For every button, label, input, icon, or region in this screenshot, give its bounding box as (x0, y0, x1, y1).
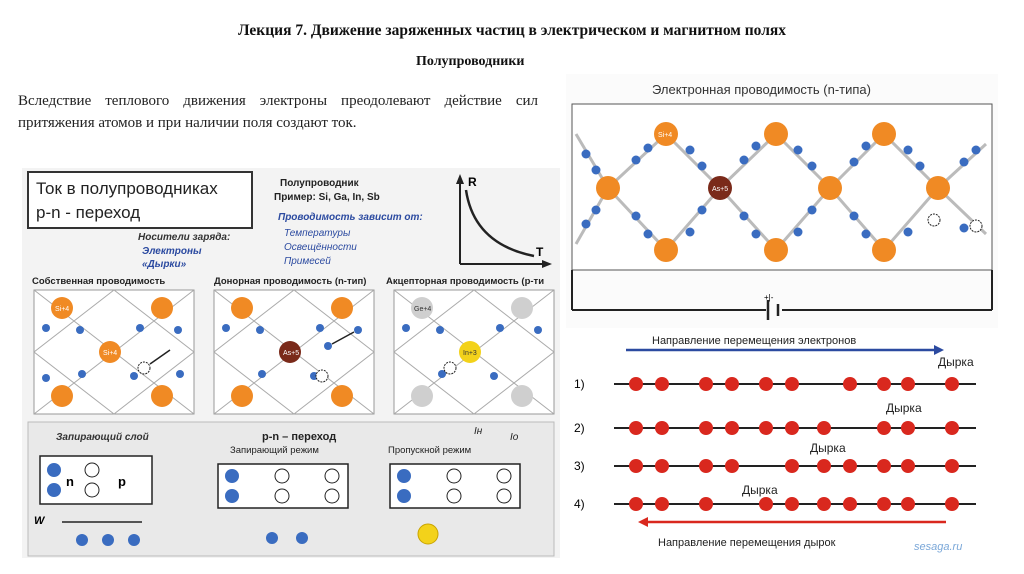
si-label: Si+4 (103, 350, 117, 357)
carriers-title: Носители заряда: (138, 232, 230, 243)
p-label: p (118, 474, 126, 489)
lattice1-title: Собственная проводимость (32, 276, 165, 287)
hole-label: Дырка (742, 483, 778, 497)
hole-label: Дырка (938, 355, 974, 369)
ge-label: Ge+4 (414, 306, 431, 313)
donor-lattice: As+5 (213, 289, 375, 415)
acceptor-lattice: Ge+4 In+3 (393, 289, 555, 415)
si-label: Si+4 (55, 306, 69, 313)
hole-row-3: 3) Дырка (574, 441, 976, 473)
page-title: Лекция 7. Движение заряженных частиц в э… (237, 22, 787, 39)
watermark: sesaga.ru (914, 541, 962, 553)
w-label: W (34, 515, 46, 527)
hole-row-1: 1) Дырка (574, 355, 976, 391)
svg-text:4): 4) (574, 497, 585, 511)
in-label: In+3 (463, 350, 477, 357)
carrier-holes: «Дырки» (142, 259, 187, 270)
title-box (27, 171, 253, 229)
resistance-graph: R T (456, 174, 552, 268)
svg-text:3): 3) (574, 459, 585, 473)
semi-example: Пример: Si, Ga, In, Sb (274, 192, 380, 203)
section-subtitle: Полупроводники (416, 54, 525, 69)
battery-label: +|- (764, 293, 774, 302)
hole-row-4: 4) Дырка (574, 483, 976, 511)
hole-movement-image: Направление перемещения электронов 1) Ды… (566, 332, 998, 558)
semiconductor-slide-image: Ток в полупроводниках p-n - переход Носи… (22, 168, 560, 558)
dependency-1: Температуры (284, 228, 351, 239)
as-label: As+5 (712, 186, 728, 193)
hole-movement-svg: Направление перемещения электронов 1) Ды… (574, 335, 976, 553)
svg-text:1): 1) (574, 377, 585, 391)
pn-title: p-n – переход (262, 431, 336, 443)
n-type-conductivity-image: Электронная проводимость (n-типа) Si+4 A… (566, 74, 998, 328)
intro-paragraph: Вследствие теплового движения электроны … (18, 93, 538, 131)
electron-direction-label: Направление перемещения электронов (652, 335, 856, 347)
carrier-electrons: Электроны (142, 246, 202, 257)
box-title-line1: Ток в полупроводниках (36, 179, 218, 198)
blocking-mode-label: Запирающий режим (230, 445, 319, 456)
pn-junction-3 (389, 463, 521, 509)
as-label: As+5 (283, 350, 299, 357)
n-type-svg: Электронная проводимость (n-типа) Si+4 A… (571, 82, 993, 320)
pn-junction-2 (217, 463, 349, 509)
n-type-title: Электронная проводимость (n-типа) (652, 82, 871, 97)
lattice2-title: Донорная проводимость (n-тип) (214, 276, 366, 287)
box-title-line2: p-n - переход (36, 203, 140, 222)
n-label: n (66, 474, 74, 489)
semi-title: Полупроводник (280, 178, 360, 189)
hole-direction-label: Направление перемещения дырок (658, 537, 836, 549)
pn-junction-1: n p (39, 455, 153, 505)
dependency-3: Примесей (284, 256, 331, 267)
blocking-layer-label: Запирающий слой (56, 432, 149, 443)
in-current-label: Iн (474, 426, 483, 437)
hole-row-2: 2) Дырка (574, 401, 976, 435)
intrinsic-lattice: Si+4 Si+4 (33, 289, 195, 415)
hole-label: Дырка (886, 401, 922, 415)
graph-x-label: T (536, 245, 544, 259)
io-current-label: Io (510, 432, 519, 443)
si-label: Si+4 (658, 132, 672, 139)
depends-title: Проводимость зависит от: (278, 212, 423, 223)
forward-mode-label: Пропускной режим (388, 445, 471, 456)
dependency-2: Освещённости (284, 242, 357, 253)
graph-y-label: R (468, 175, 477, 189)
lattice3-title: Акцепторная проводимость (p-ти (386, 276, 544, 287)
hole-label: Дырка (810, 441, 846, 455)
svg-text:2): 2) (574, 421, 585, 435)
semiconductor-slide-svg: Ток в полупроводниках p-n - переход Носи… (27, 171, 555, 557)
